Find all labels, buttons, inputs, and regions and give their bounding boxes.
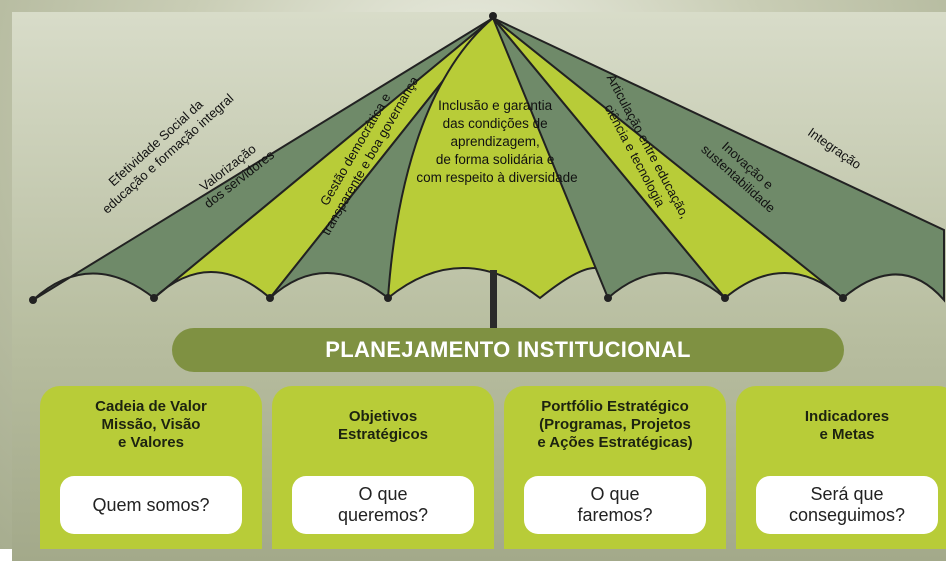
card-question: Quem somos? xyxy=(60,476,242,534)
rib-end-3 xyxy=(266,294,274,302)
rib-end-5 xyxy=(604,294,612,302)
card-cadeia-de-valor: Cadeia de Valor Missão, Visão e Valores … xyxy=(40,386,262,549)
card-title: Portfólio Estratégico (Programas, Projet… xyxy=(537,398,693,451)
banner-planejamento: PLANEJAMENTO INSTITUCIONAL xyxy=(172,328,844,372)
card-objetivos: Objetivos Estratégicos O que queremos? xyxy=(272,386,494,549)
rib-end-4 xyxy=(384,294,392,302)
card-portfolio: Portfólio Estratégico (Programas, Projet… xyxy=(504,386,726,549)
card-question: O que queremos? xyxy=(292,476,474,534)
umbrella-panel-1 xyxy=(32,17,494,301)
umbrella-panel-3 xyxy=(269,17,494,300)
rib-end-1 xyxy=(29,296,37,304)
rib-end-7 xyxy=(839,294,847,302)
card-title: Objetivos Estratégicos xyxy=(337,408,429,443)
card-title: Indicadores e Metas xyxy=(804,408,890,443)
card-title: Cadeia de Valor Missão, Visão e Valores xyxy=(95,398,207,451)
panel-text-4: Inclusão e garantia das condições de apr… xyxy=(416,98,577,185)
umbrella: Efetividade Social da educação e formaçã… xyxy=(29,12,945,330)
banner-title: PLANEJAMENTO INSTITUCIONAL xyxy=(325,337,691,362)
umbrella-panel-7 xyxy=(492,17,945,303)
umbrella-panel-2 xyxy=(153,17,494,300)
rib-end-2 xyxy=(150,294,158,302)
rib-end-6 xyxy=(721,294,729,302)
panel-text-7: Integração xyxy=(805,125,864,173)
card-indicadores: Indicadores e Metas Será que conseguimos… xyxy=(736,386,946,549)
card-question: O que faremos? xyxy=(524,476,706,534)
umbrella-shaft xyxy=(490,270,497,330)
umbrella-tip xyxy=(489,12,497,20)
card-question: Será que conseguimos? xyxy=(756,476,938,534)
